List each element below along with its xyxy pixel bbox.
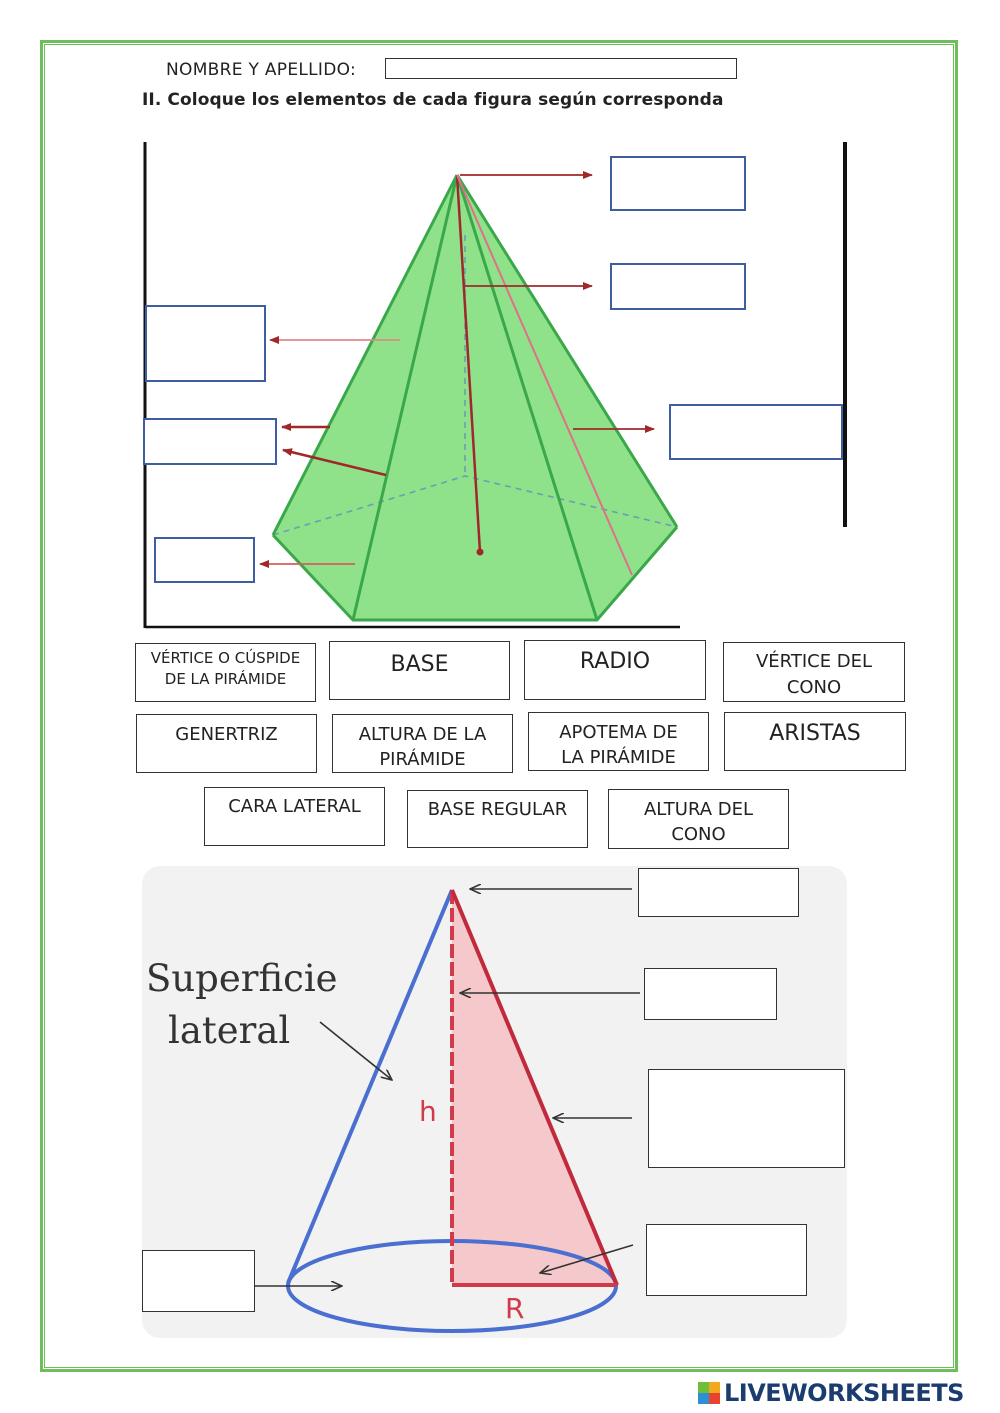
pyramid-edge bbox=[455, 174, 679, 528]
cone-slant-red bbox=[450, 889, 619, 1286]
cone-surface-label: Superficie lateral bbox=[146, 953, 338, 1057]
page-border bbox=[40, 40, 958, 1372]
word-line: BASE REGULAR bbox=[427, 799, 568, 820]
word-base-regular[interactable]: BASE REGULAR bbox=[407, 790, 588, 848]
logo-square bbox=[709, 1393, 720, 1404]
pyramid-figure bbox=[143, 142, 847, 629]
pyramid-height-line bbox=[455, 174, 482, 553]
drop-box-cone-base[interactable] bbox=[142, 1250, 255, 1312]
drop-box-cone-height[interactable] bbox=[644, 968, 777, 1020]
word-line: APOTEMA DE bbox=[559, 722, 678, 743]
drop-box-pyramid-base[interactable] bbox=[154, 537, 255, 583]
instruction-text: II. Coloque los elementos de cada figura… bbox=[142, 90, 724, 110]
brand-text: LIVEWORKSHEETS bbox=[724, 1379, 964, 1407]
cone-generatrix bbox=[286, 889, 454, 1284]
cone-height-label: h bbox=[419, 1095, 437, 1128]
word-altura-piramide[interactable]: ALTURA DE LA PIRÁMIDE bbox=[332, 714, 513, 773]
drop-box-pyramid-lateral-face[interactable] bbox=[145, 305, 266, 382]
cone-surface-label-line: Superficie bbox=[146, 957, 338, 1000]
liveworksheets-logo-icon bbox=[698, 1382, 720, 1404]
logo-square bbox=[698, 1393, 709, 1404]
drop-box-pyramid-apothem[interactable] bbox=[669, 404, 843, 460]
word-base[interactable]: BASE bbox=[329, 641, 510, 700]
arrow-surface bbox=[319, 1021, 392, 1080]
word-vertice-piramide[interactable]: VÉRTICE O CÚSPIDE DE LA PIRÁMIDE bbox=[135, 643, 316, 702]
word-line: ALTURA DE LA bbox=[358, 724, 487, 745]
word-altura-cono[interactable]: ALTURA DEL CONO bbox=[608, 789, 789, 849]
word-line: CONO bbox=[786, 677, 842, 699]
word-line: DE LA PIRÁMIDE bbox=[164, 670, 287, 688]
word-line: GENERTRIZ bbox=[175, 724, 278, 745]
drop-box-cone-vertex[interactable] bbox=[638, 868, 799, 917]
pyramid-apothem-line bbox=[456, 174, 633, 576]
pyramid-hidden-base bbox=[272, 475, 678, 536]
pyramid-edge bbox=[455, 174, 599, 621]
pyramid-edge bbox=[351, 174, 459, 621]
word-radio[interactable]: RADIO bbox=[524, 640, 706, 700]
cone-radius-label: R bbox=[505, 1292, 524, 1325]
word-line: VÉRTICE DEL bbox=[755, 651, 873, 672]
word-line: ALTURA DEL bbox=[643, 799, 754, 820]
name-input[interactable] bbox=[385, 58, 737, 79]
word-line: CARA LATERAL bbox=[228, 796, 361, 817]
name-label: NOMBRE Y APELLIDO: bbox=[166, 60, 357, 80]
drop-box-cone-generatrix[interactable] bbox=[648, 1069, 845, 1168]
drop-box-cone-radius[interactable] bbox=[646, 1224, 807, 1296]
word-line: LA PIRÁMIDE bbox=[561, 747, 676, 769]
pyramid-edge bbox=[271, 174, 459, 536]
drop-box-pyramid-vertex[interactable] bbox=[610, 156, 746, 211]
pyramid-base-edge bbox=[271, 526, 679, 622]
word-generatriz[interactable]: GENERTRIZ bbox=[136, 714, 317, 773]
arrow-cone-radius bbox=[540, 1244, 634, 1273]
word-vertice-cono[interactable]: VÉRTICE DEL CONO bbox=[723, 642, 905, 702]
word-aristas[interactable]: ARISTAS bbox=[724, 712, 906, 771]
pyramid-faces bbox=[273, 175, 677, 620]
logo-square bbox=[698, 1382, 709, 1393]
drop-box-pyramid-height[interactable] bbox=[610, 263, 746, 310]
word-line: RADIO bbox=[579, 649, 651, 674]
pyramid-base-center bbox=[476, 548, 484, 556]
word-apotema[interactable]: APOTEMA DE LA PIRÁMIDE bbox=[528, 712, 709, 771]
page-border-inner bbox=[44, 44, 954, 1368]
logo-square bbox=[709, 1382, 720, 1393]
word-line: VÉRTICE O CÚSPIDE bbox=[150, 649, 301, 667]
word-line: BASE bbox=[390, 652, 449, 677]
word-line: ARISTAS bbox=[769, 721, 861, 746]
word-cara-lateral[interactable]: CARA LATERAL bbox=[204, 787, 385, 846]
cone-surface-label-line: lateral bbox=[168, 1008, 291, 1052]
word-line: PIRÁMIDE bbox=[379, 749, 466, 771]
drop-box-pyramid-edges[interactable] bbox=[143, 418, 277, 465]
arrow-edge-2 bbox=[282, 448, 387, 477]
word-line: CONO bbox=[671, 824, 726, 846]
liveworksheets-brand: LIVEWORKSHEETS bbox=[698, 1378, 964, 1408]
